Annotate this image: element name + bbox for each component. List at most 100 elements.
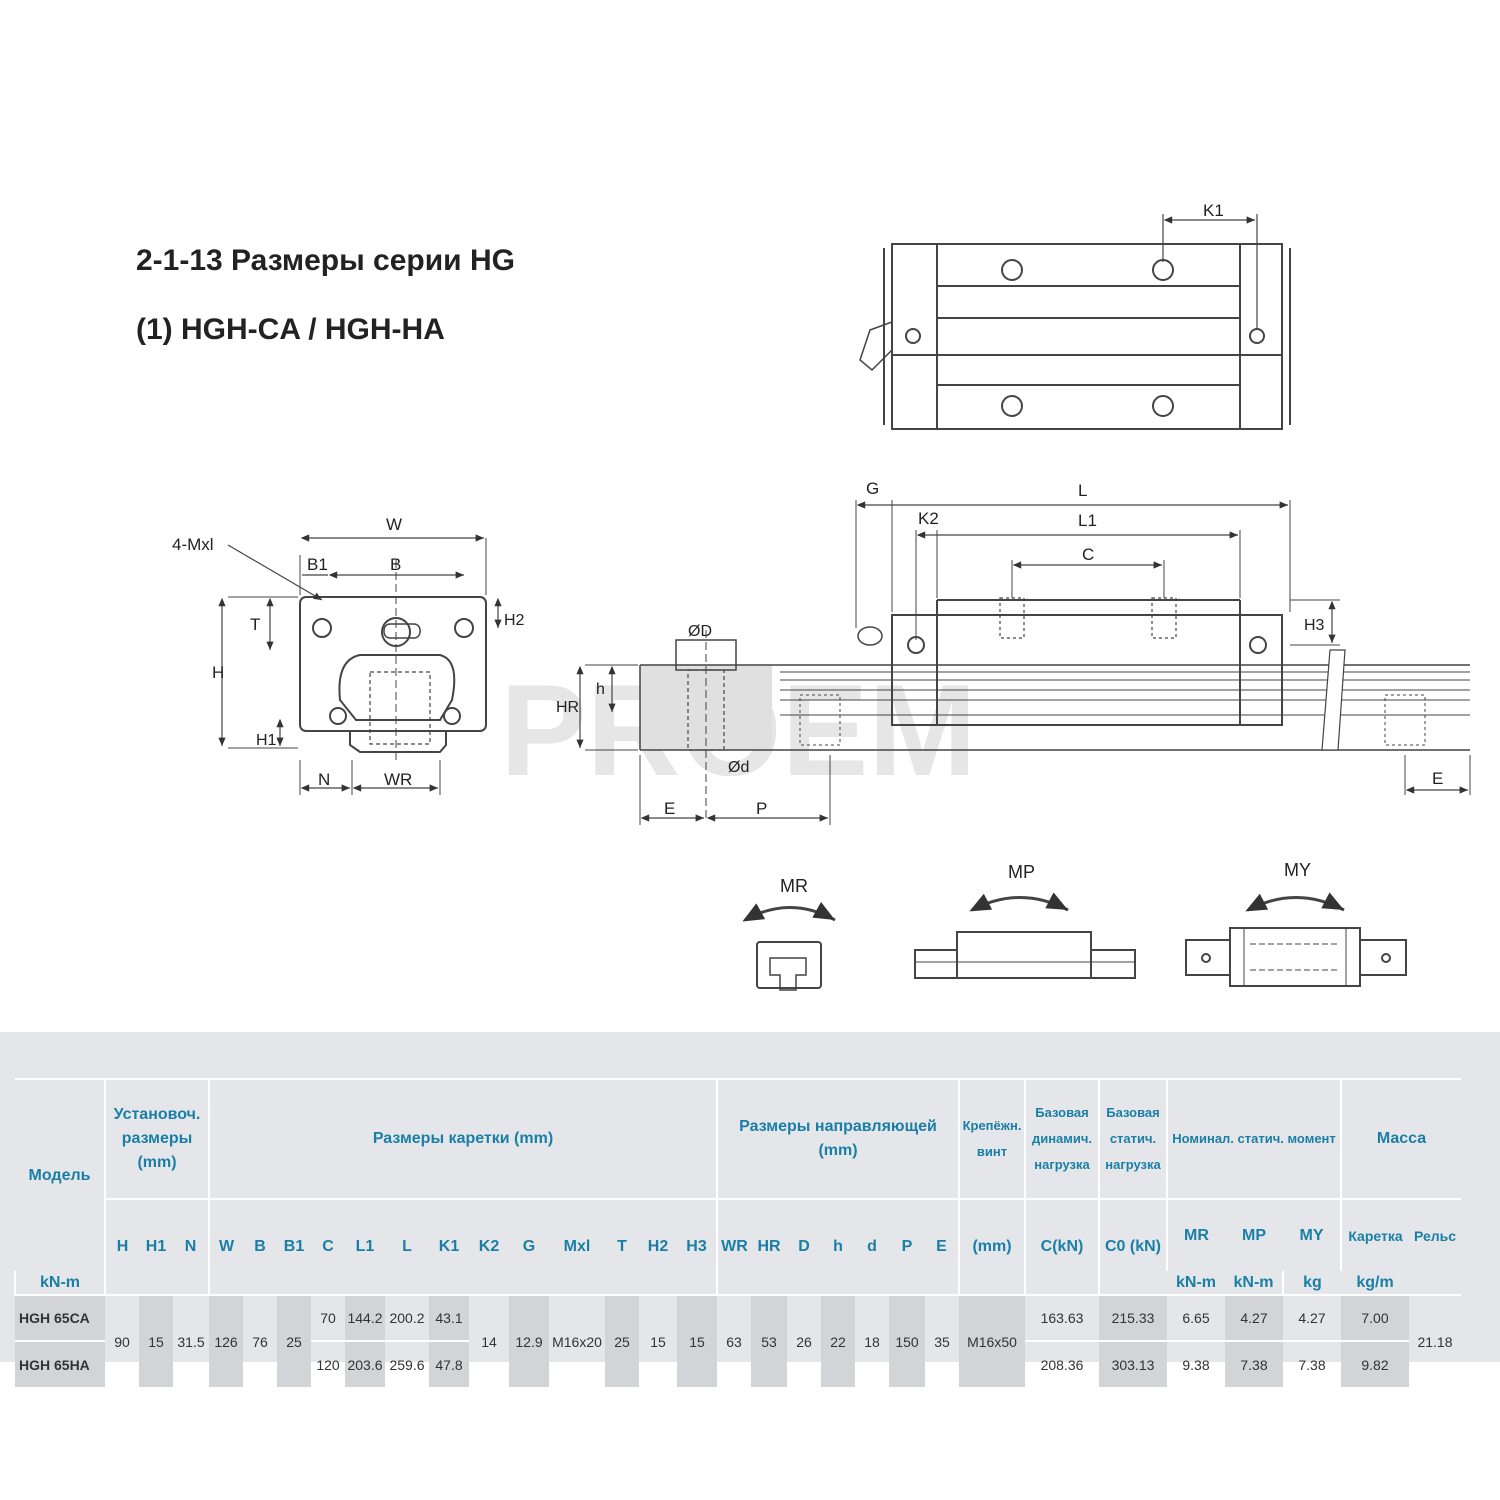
cell-e: 35	[925, 1294, 959, 1387]
header-mass: Масса	[1340, 1078, 1461, 1200]
label-n: N	[318, 770, 330, 789]
label-h3: H3	[1304, 617, 1325, 634]
label-h-small: h	[596, 681, 605, 698]
col-e: E	[925, 1198, 959, 1295]
cell-rail-mass: 21.18	[1409, 1294, 1461, 1387]
label-t: T	[250, 615, 260, 634]
label-wr: WR	[384, 770, 412, 789]
col-p: P	[889, 1198, 925, 1295]
col-g: G	[509, 1198, 549, 1295]
col-n: N	[173, 1198, 209, 1295]
unit-kgm: kg/m	[1356, 1273, 1394, 1291]
cell-l: 200.2	[385, 1294, 429, 1341]
cell-k2: 14	[469, 1294, 509, 1387]
unit-kg: kg	[1282, 1271, 1341, 1295]
cell-h2: 15	[639, 1294, 677, 1387]
cell-d-small: 18	[855, 1294, 889, 1387]
header-mount: Установоч. размеры (mm)	[104, 1078, 209, 1199]
cell-c: 120	[311, 1340, 345, 1387]
label-p: P	[756, 799, 767, 818]
col-b: B	[243, 1198, 277, 1295]
cell-h-small: 22	[821, 1294, 855, 1387]
cell-bolt: M16x50	[959, 1294, 1025, 1387]
col-h1: H1	[139, 1198, 173, 1295]
technical-drawing: PROEM K1	[172, 201, 1471, 991]
col-rail: Рельс	[1413, 1227, 1457, 1244]
cell-p: 150	[889, 1294, 925, 1387]
section-title: 2-1-13 Размеры серии HG	[136, 244, 515, 277]
cell-mp: 7.38	[1225, 1340, 1283, 1387]
cell-h: 90	[105, 1294, 139, 1387]
row-model: HGH 65HA	[15, 1340, 105, 1387]
cell-mass: 7.00	[1341, 1294, 1409, 1341]
label-b: B	[390, 555, 401, 574]
header-block: Размеры каретки (mm)	[208, 1078, 717, 1199]
cell-hr: 53	[751, 1294, 787, 1387]
cell-k1: 43.1	[429, 1294, 469, 1341]
col-l: L	[385, 1198, 429, 1295]
cell-d-big: 26	[787, 1294, 821, 1387]
cell-c0: 303.13	[1099, 1340, 1167, 1387]
label-c: C	[1082, 545, 1094, 564]
label-od: ØD	[688, 623, 712, 640]
col-h3: H3	[677, 1198, 717, 1295]
cell-mr: 6.65	[1167, 1294, 1225, 1341]
col-h2: H2	[639, 1198, 677, 1295]
label-od-small: Ød	[728, 759, 749, 776]
col-ckn: C(kN)	[1024, 1198, 1099, 1295]
label-hr: HR	[556, 699, 579, 716]
spec-table: Модель Установоч. размеры (mm) Размеры к…	[14, 1078, 1461, 1387]
label-l: L	[1078, 481, 1087, 500]
cell-mass: 9.82	[1341, 1340, 1409, 1387]
cell-my: 7.38	[1283, 1340, 1341, 1387]
label-mxl: 4-Mxl	[172, 535, 214, 554]
col-mr: MR	[1166, 1199, 1225, 1271]
cell-b: 76	[243, 1294, 277, 1387]
col-my: MY	[1299, 1226, 1324, 1244]
table-row: HGH 65HA 120 203.6 259.6 47.8 208.36 303…	[15, 1340, 1461, 1387]
section-subtitle: (1) HGH-CA / HGH-HA	[136, 313, 445, 346]
col-mxl: Mxl	[549, 1198, 605, 1295]
label-h2: H2	[504, 612, 525, 629]
cell-c0: 215.33	[1099, 1294, 1167, 1341]
col-k2: K2	[469, 1198, 509, 1295]
label-w: W	[386, 515, 402, 534]
label-k2: K2	[918, 509, 939, 528]
col-bolt-mm: (mm)	[958, 1198, 1025, 1295]
cell-l1: 203.6	[345, 1340, 385, 1387]
header-rail: Размеры направляющей (mm)	[716, 1078, 959, 1199]
cell-w: 126	[209, 1294, 243, 1387]
unit-my: kN-m	[1233, 1273, 1274, 1291]
label-h1: H1	[256, 732, 277, 749]
cell-wr: 63	[717, 1294, 751, 1387]
label-k1-top: K1	[1203, 201, 1224, 220]
header-stat: Базовая статич. нагрузка	[1098, 1078, 1167, 1199]
col-b1: B1	[277, 1198, 311, 1295]
cell-my: 4.27	[1283, 1294, 1341, 1341]
col-t: T	[605, 1198, 639, 1295]
moment-icons	[742, 892, 1407, 991]
top-view	[859, 214, 1291, 430]
col-hr: HR	[751, 1198, 787, 1295]
table-row: HGH 65CA 90 15 31.5 126 76 25 70 144.2 2…	[15, 1294, 1461, 1387]
cell-b1: 25	[277, 1294, 311, 1387]
cell-k1: 47.8	[429, 1340, 469, 1387]
header-dyn: Базовая динамич. нагрузка	[1024, 1078, 1099, 1199]
cell-n: 31.5	[173, 1294, 209, 1387]
cell-mr: 9.38	[1167, 1340, 1225, 1387]
cell-g: 12.9	[509, 1294, 549, 1387]
side-view	[576, 500, 1471, 825]
header-bolt: Крепёжн. винт	[958, 1078, 1025, 1199]
header-model: Модель	[15, 1078, 105, 1271]
label-g: G	[866, 479, 879, 498]
col-l1: L1	[345, 1198, 385, 1295]
label-mp: MP	[1008, 862, 1035, 882]
col-h: H	[104, 1198, 139, 1295]
cell-l1: 144.2	[345, 1294, 385, 1341]
col-d-big: D	[787, 1198, 821, 1295]
col-h-small: h	[821, 1198, 855, 1295]
unit-mr: kN-m	[14, 1271, 105, 1295]
cell-mxl: M16x20	[549, 1294, 605, 1387]
unit-mp: kN-m	[1175, 1273, 1216, 1291]
col-w: W	[208, 1198, 243, 1295]
